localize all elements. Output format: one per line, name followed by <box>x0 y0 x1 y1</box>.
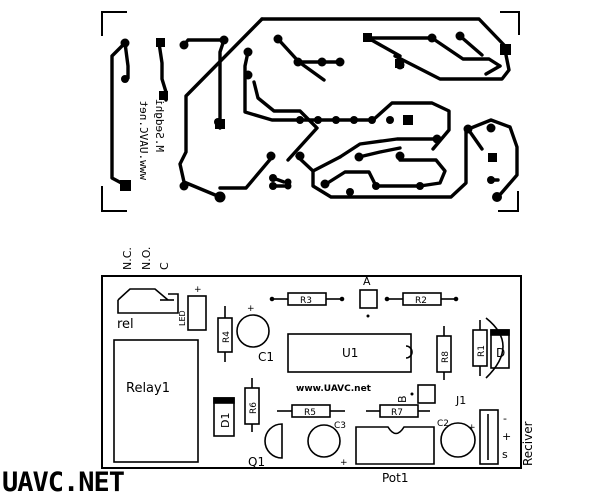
diode-d <box>485 317 510 379</box>
label-recv-s: s <box>502 448 508 461</box>
label-reciver: Reciver <box>521 421 535 466</box>
capacitor-c1 <box>236 314 270 348</box>
diode-d1 <box>213 397 235 437</box>
label-recv-plus: + <box>502 430 511 443</box>
resistor-r7 <box>366 404 430 418</box>
rel-connector <box>117 288 179 314</box>
board-outline <box>101 275 522 469</box>
label-u1: U1 <box>342 346 358 360</box>
copper-mirrored-text: www.UAVC.net <box>137 101 150 180</box>
crop-marks <box>101 11 520 212</box>
label-led: LED <box>178 310 187 326</box>
copper-text-author: M.Sedghi <box>153 99 166 152</box>
copper-traces <box>110 17 519 199</box>
potentiometer-pot1 <box>355 426 435 465</box>
label-d1: D1 <box>219 413 232 428</box>
pad-b <box>417 384 436 404</box>
label-r6: R6 <box>249 402 259 414</box>
label-no: N.O. <box>140 247 153 270</box>
ic-u1 <box>287 333 413 373</box>
label-q1: Q1 <box>248 455 265 469</box>
pad-a-dot <box>366 314 370 318</box>
label-r1: R1 <box>477 345 487 357</box>
silkscreen-layout <box>101 275 522 469</box>
label-c2-plus: + <box>468 423 476 433</box>
label-d: D <box>496 346 505 360</box>
label-led-plus: + <box>194 285 202 295</box>
label-rel: rel <box>117 317 134 332</box>
label-relay1: Relay1 <box>126 381 170 396</box>
relay1-outline <box>113 339 199 463</box>
label-r2: R2 <box>415 296 427 306</box>
label-c2: C2 <box>437 419 449 429</box>
silkscreen-text: N.C. N.O. C rel LED + R3 R2 A R4 C1 + U1… <box>117 247 535 485</box>
label-c: C <box>158 262 171 270</box>
label-pot1: Pot1 <box>382 471 409 485</box>
uavc-logo: UAVC.NET <box>2 467 125 497</box>
label-pot-plus: + <box>340 458 348 468</box>
label-c3: C3 <box>334 421 346 431</box>
label-recv-minus: - <box>503 412 507 425</box>
label-r5: R5 <box>304 408 316 418</box>
copper-text-author-group: M.Sedghi <box>153 99 166 152</box>
resistor-r3 <box>269 292 345 306</box>
label-a: A <box>363 275 371 288</box>
label-nc: N.C. <box>121 247 134 270</box>
copper-layout: www.UAVC.net M.Sedghi <box>101 11 520 212</box>
pad-b-dot <box>410 392 414 396</box>
pad-a <box>359 289 378 309</box>
label-r3: R3 <box>300 296 312 306</box>
label-c1: C1 <box>258 350 274 364</box>
label-c1-plus: + <box>247 304 255 314</box>
capacitor-c3 <box>307 424 341 458</box>
receiver-connector <box>479 409 499 465</box>
resistor-r5 <box>277 404 345 418</box>
label-j1: J1 <box>455 394 466 407</box>
transistor-q1 <box>264 423 283 459</box>
capacitor-c2 <box>440 422 476 458</box>
resistor-r8 <box>436 326 452 380</box>
label-r7: R7 <box>391 408 403 418</box>
resistor-r4 <box>217 306 233 362</box>
label-b: B <box>396 395 409 403</box>
resistor-r1 <box>472 320 488 376</box>
label-website: www.UAVC.net <box>296 384 372 394</box>
copper-text-url: www.UAVC.net <box>137 101 150 180</box>
label-r8: R8 <box>441 351 451 363</box>
copper-pads <box>120 31 511 203</box>
led-outline <box>187 295 207 331</box>
resistor-r6 <box>244 378 260 432</box>
resistor-r2 <box>384 292 459 306</box>
label-r4: R4 <box>222 331 232 343</box>
